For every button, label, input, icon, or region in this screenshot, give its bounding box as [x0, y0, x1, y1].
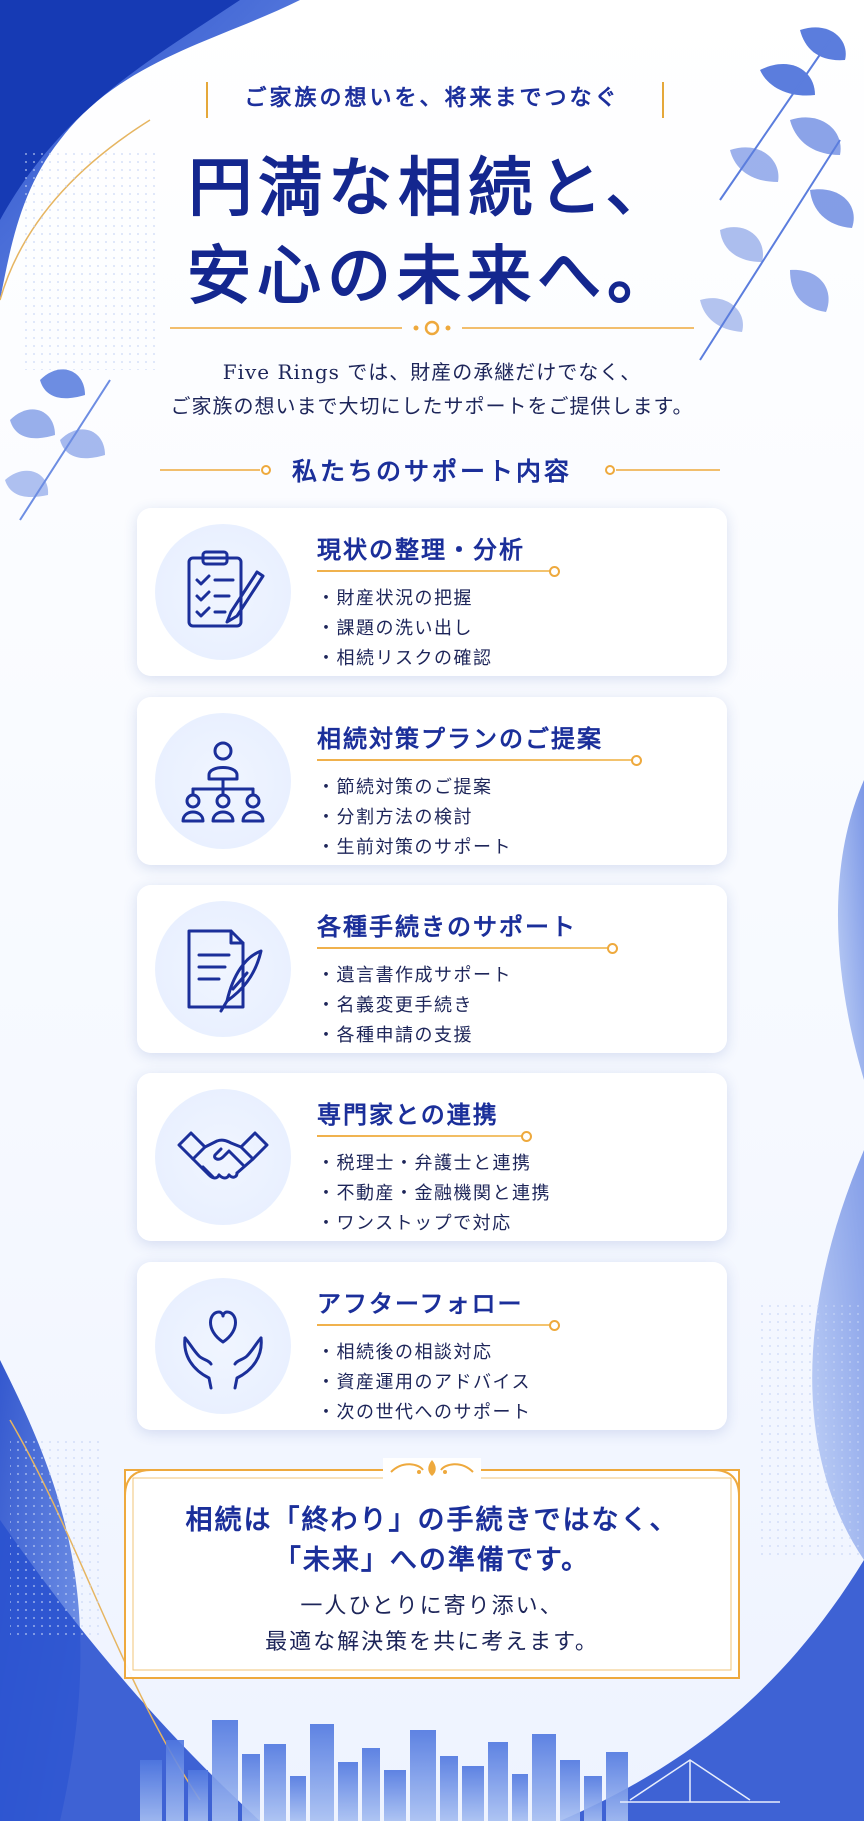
icon-circle: [155, 713, 291, 849]
list-item: ・課題の洗い出し: [317, 618, 473, 639]
card-title: 専門家との連携: [317, 1100, 499, 1129]
closing-line-3: 一人ひとりに寄り添い、: [300, 1594, 564, 1619]
closing-line-1: 相続は「終わり」の手続きではなく、: [185, 1505, 679, 1536]
card-items: ・税理士・弁護士と連携 ・不動産・金融機関と連携 ・ワンストップで対応: [317, 1149, 551, 1239]
card-underline: [317, 1320, 560, 1331]
organization-chart-icon: [181, 741, 265, 823]
card-underline: [317, 943, 618, 954]
service-card-plan: 相続対策プランのご提案 ・節続対策のご提案 ・分割方法の検討 ・生前対策のサポー…: [137, 697, 727, 865]
service-card-analysis: 現状の整理・分析 ・財産状況の把握 ・課題の洗い出し ・相続リスクの確認: [137, 508, 727, 676]
list-item: ・遺言書作成サポート: [317, 965, 512, 986]
card-underline: [317, 566, 560, 577]
list-item: ・ワンストップで対応: [317, 1213, 512, 1234]
card-items: ・遺言書作成サポート ・名義変更手続き ・各種申請の支援: [317, 961, 512, 1051]
list-item: ・名義変更手続き: [317, 995, 473, 1016]
card-title: アフターフォロー: [317, 1289, 524, 1318]
ornate-frame: [124, 1458, 740, 1679]
section-title-deco-right: [605, 465, 720, 475]
closing-line-4: 最適な解決策を共に考えます。: [265, 1630, 599, 1655]
tagline: ご家族の想いを、将来までつなぐ: [244, 86, 620, 111]
icon-circle: [155, 524, 291, 660]
list-item: ・資産運用のアドバイス: [317, 1372, 531, 1393]
card-items: ・相続後の相談対応 ・資産運用のアドバイス ・次の世代へのサポート: [317, 1338, 532, 1428]
headline: 円満な相続と、 安心の未来へ。: [0, 145, 864, 321]
list-item: ・分割方法の検討: [317, 807, 473, 828]
closing-message-box: 相続は「終わり」の手続きではなく、 「未来」への準備です。 一人ひとりに寄り添い…: [123, 1456, 741, 1682]
list-item: ・相続後の相談対応: [317, 1342, 493, 1363]
card-items: ・節続対策のご提案 ・分割方法の検討 ・生前対策のサポート: [317, 773, 512, 863]
list-item: ・生前対策のサポート: [317, 837, 512, 858]
headline-line-1: 円満な相続と、: [188, 151, 676, 226]
tagline-bar-right: [662, 82, 664, 118]
city-skyline: [140, 1720, 780, 1821]
closing-line-2: 「未来」への準備です。: [273, 1545, 591, 1576]
document-quill-icon: [187, 929, 263, 1013]
headline-line-2: 安心の未来へ。: [187, 239, 677, 314]
card-underline: [317, 1131, 532, 1142]
icon-circle: [155, 1089, 291, 1225]
list-item: ・財産状況の把握: [317, 588, 473, 609]
service-card-procedures: 各種手続きのサポート ・遺言書作成サポート ・名義変更手続き ・各種申請の支援: [137, 885, 727, 1053]
icon-circle: [155, 1278, 291, 1414]
section-title-deco-left: [160, 465, 271, 475]
title-divider: [170, 320, 694, 336]
card-title: 相続対策プランのご提案: [317, 724, 603, 753]
handshake-icon: [177, 1131, 269, 1180]
list-item: ・各種申請の支援: [317, 1025, 473, 1046]
clipboard-checklist-icon: [187, 550, 265, 628]
list-item: ・不動産・金融機関と連携: [317, 1183, 551, 1204]
tagline-bar-left: [206, 82, 208, 118]
service-card-aftercare: アフターフォロー ・相続後の相談対応 ・資産運用のアドバイス ・次の世代へのサポ…: [137, 1262, 727, 1430]
intro-text: Five Rings では、財産の承継だけでなく、 ご家族の想いまで大切にしたサ…: [0, 355, 864, 423]
heart-hands-icon: [183, 1310, 263, 1390]
list-item: ・税理士・弁護士と連携: [317, 1153, 532, 1174]
list-item: ・次の世代へのサポート: [317, 1402, 532, 1423]
card-title: 現状の整理・分析: [317, 535, 525, 564]
service-card-experts: 専門家との連携 ・税理士・弁護士と連携 ・不動産・金融機関と連携 ・ワンストップ…: [137, 1073, 727, 1241]
section-title: 私たちのサポート内容: [291, 457, 572, 486]
card-title: 各種手続きのサポート: [317, 912, 577, 941]
intro-line-2: ご家族の想いまで大切にしたサポートをご提供します。: [170, 394, 694, 418]
card-underline: [317, 755, 642, 766]
intro-line-1: Five Rings では、財産の承継だけでなく、: [222, 360, 642, 384]
icon-circle: [155, 901, 291, 1037]
list-item: ・相続リスクの確認: [317, 648, 493, 669]
list-item: ・節続対策のご提案: [317, 777, 493, 798]
card-items: ・財産状況の把握 ・課題の洗い出し ・相続リスクの確認: [317, 584, 493, 674]
